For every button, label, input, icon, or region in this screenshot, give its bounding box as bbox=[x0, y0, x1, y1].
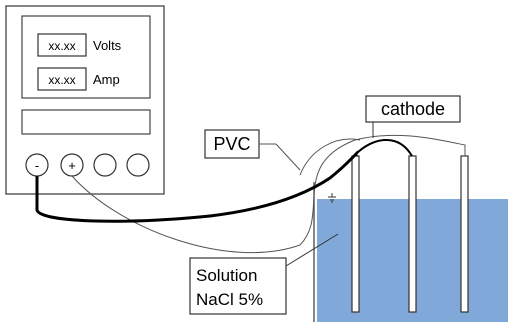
negative-cable bbox=[35, 150, 358, 223]
positive-wire bbox=[71, 134, 466, 254]
pvc-leader-line-2 bbox=[275, 143, 301, 171]
electrode-left bbox=[351, 155, 360, 313]
display-strip bbox=[21, 109, 151, 135]
solution-label-box bbox=[189, 257, 287, 315]
current-unit-label: Amp bbox=[93, 72, 120, 87]
pvc-tube-line bbox=[299, 138, 361, 176]
solution-label-line2: NaCl 5% bbox=[196, 290, 263, 309]
negative-terminal-label: - bbox=[35, 158, 39, 173]
positive-terminal-label: + bbox=[68, 158, 76, 173]
pvc-label: PVC bbox=[213, 134, 250, 154]
solution-leader-line bbox=[285, 233, 339, 267]
voltage-unit-label: Volts bbox=[93, 38, 122, 53]
cathode-label-box bbox=[365, 95, 461, 123]
solution-label-line1: Solution bbox=[196, 266, 257, 285]
voltage-readout: xx.xx bbox=[48, 39, 75, 53]
current-readout-box bbox=[37, 67, 87, 91]
control-knob-2 bbox=[126, 153, 150, 177]
control-knob-1 bbox=[93, 153, 117, 177]
electrode-right bbox=[460, 155, 469, 313]
electrode-middle bbox=[408, 155, 417, 313]
current-readout: xx.xx bbox=[48, 73, 75, 87]
cathode-label: cathode bbox=[381, 99, 445, 119]
cable-bridge bbox=[355, 139, 413, 157]
surface-level-marker bbox=[328, 193, 336, 203]
voltage-readout-box bbox=[37, 33, 87, 57]
